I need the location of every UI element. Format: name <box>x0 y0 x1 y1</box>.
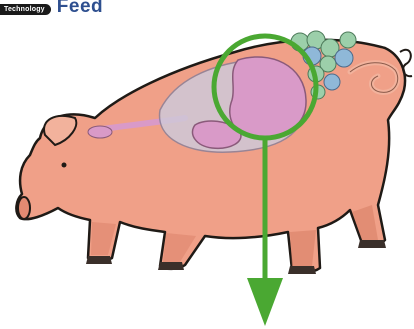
hoof <box>288 266 316 274</box>
hoof <box>358 240 386 248</box>
pig-snout <box>18 197 30 219</box>
leg-shadow <box>290 230 316 266</box>
throat-organ <box>88 126 112 138</box>
hoof <box>86 256 112 264</box>
down-arrow-icon <box>247 278 283 326</box>
pig-eye <box>62 163 67 168</box>
hoof <box>158 262 184 270</box>
